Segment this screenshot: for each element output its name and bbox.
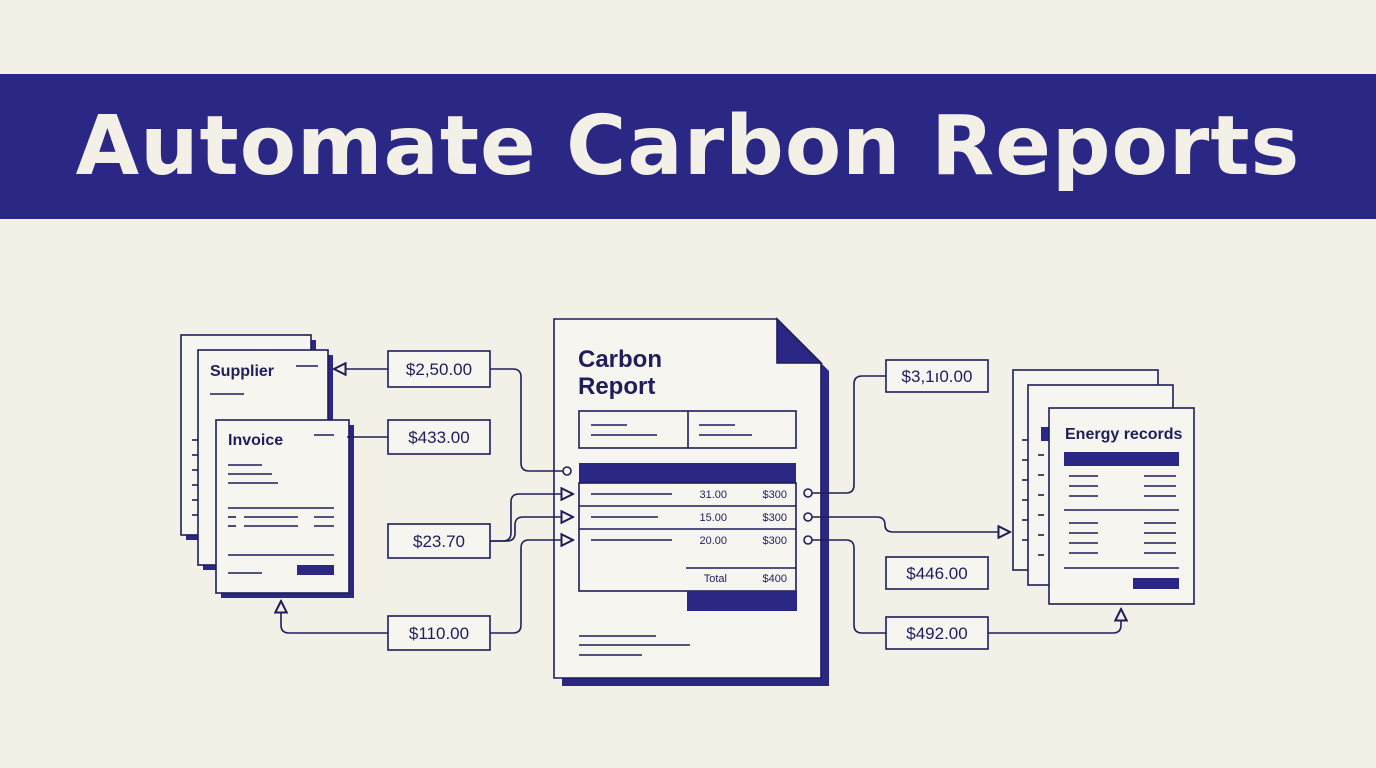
supplier-invoice-stack	[180, 334, 354, 598]
amount-left-2: $433.00	[408, 428, 469, 447]
carbon-report-document	[553, 317, 829, 686]
report-row-1-amount: $300	[763, 489, 787, 501]
title-banner: Automate Carbon Reports	[0, 74, 1376, 219]
report-row-2-amount: $300	[763, 512, 787, 524]
amount-left-1: $2,50.00	[406, 360, 472, 379]
page-title: Automate Carbon Reports	[75, 99, 1301, 194]
report-row-1-qty: 31.00	[699, 489, 727, 501]
connectors	[281, 369, 1121, 634]
invoice-label: Invoice	[228, 432, 283, 449]
report-title-line1: Carbon	[578, 346, 662, 373]
amount-box-left-2	[387, 419, 491, 455]
report-row-3-amount: $300	[763, 535, 787, 547]
amount-box-right-2	[885, 556, 989, 590]
energy-records-document	[1048, 407, 1195, 605]
amount-right-2: $446.00	[906, 564, 967, 583]
invoice-document	[215, 419, 350, 594]
page-fold-icon	[776, 317, 823, 364]
amount-left-4: $110.00	[409, 624, 469, 643]
amount-box-right-3	[885, 616, 989, 650]
amount-box-left-3	[387, 523, 491, 559]
report-title-line2: Report	[578, 373, 655, 400]
report-table-header	[579, 463, 796, 483]
report-total-amount: $400	[763, 573, 787, 585]
amount-right-1: $3,1ı0.00	[902, 367, 973, 386]
report-row-2-qty: 15.00	[699, 512, 727, 524]
report-total-label: Total	[704, 573, 727, 585]
supplier-label: Supplier	[210, 363, 274, 380]
amount-right-3: $492.00	[906, 624, 967, 643]
amount-box-left-1	[387, 350, 491, 388]
report-row-3-qty: 20.00	[699, 535, 727, 547]
amount-boxes	[387, 350, 989, 651]
energy-records-stack	[1012, 369, 1195, 605]
energy-records-label: Energy records	[1065, 426, 1182, 443]
amount-box-left-4	[387, 615, 491, 651]
amount-left-3: $23.70	[413, 532, 465, 551]
amount-box-right-1	[885, 359, 989, 393]
report-total-bar	[687, 591, 797, 611]
